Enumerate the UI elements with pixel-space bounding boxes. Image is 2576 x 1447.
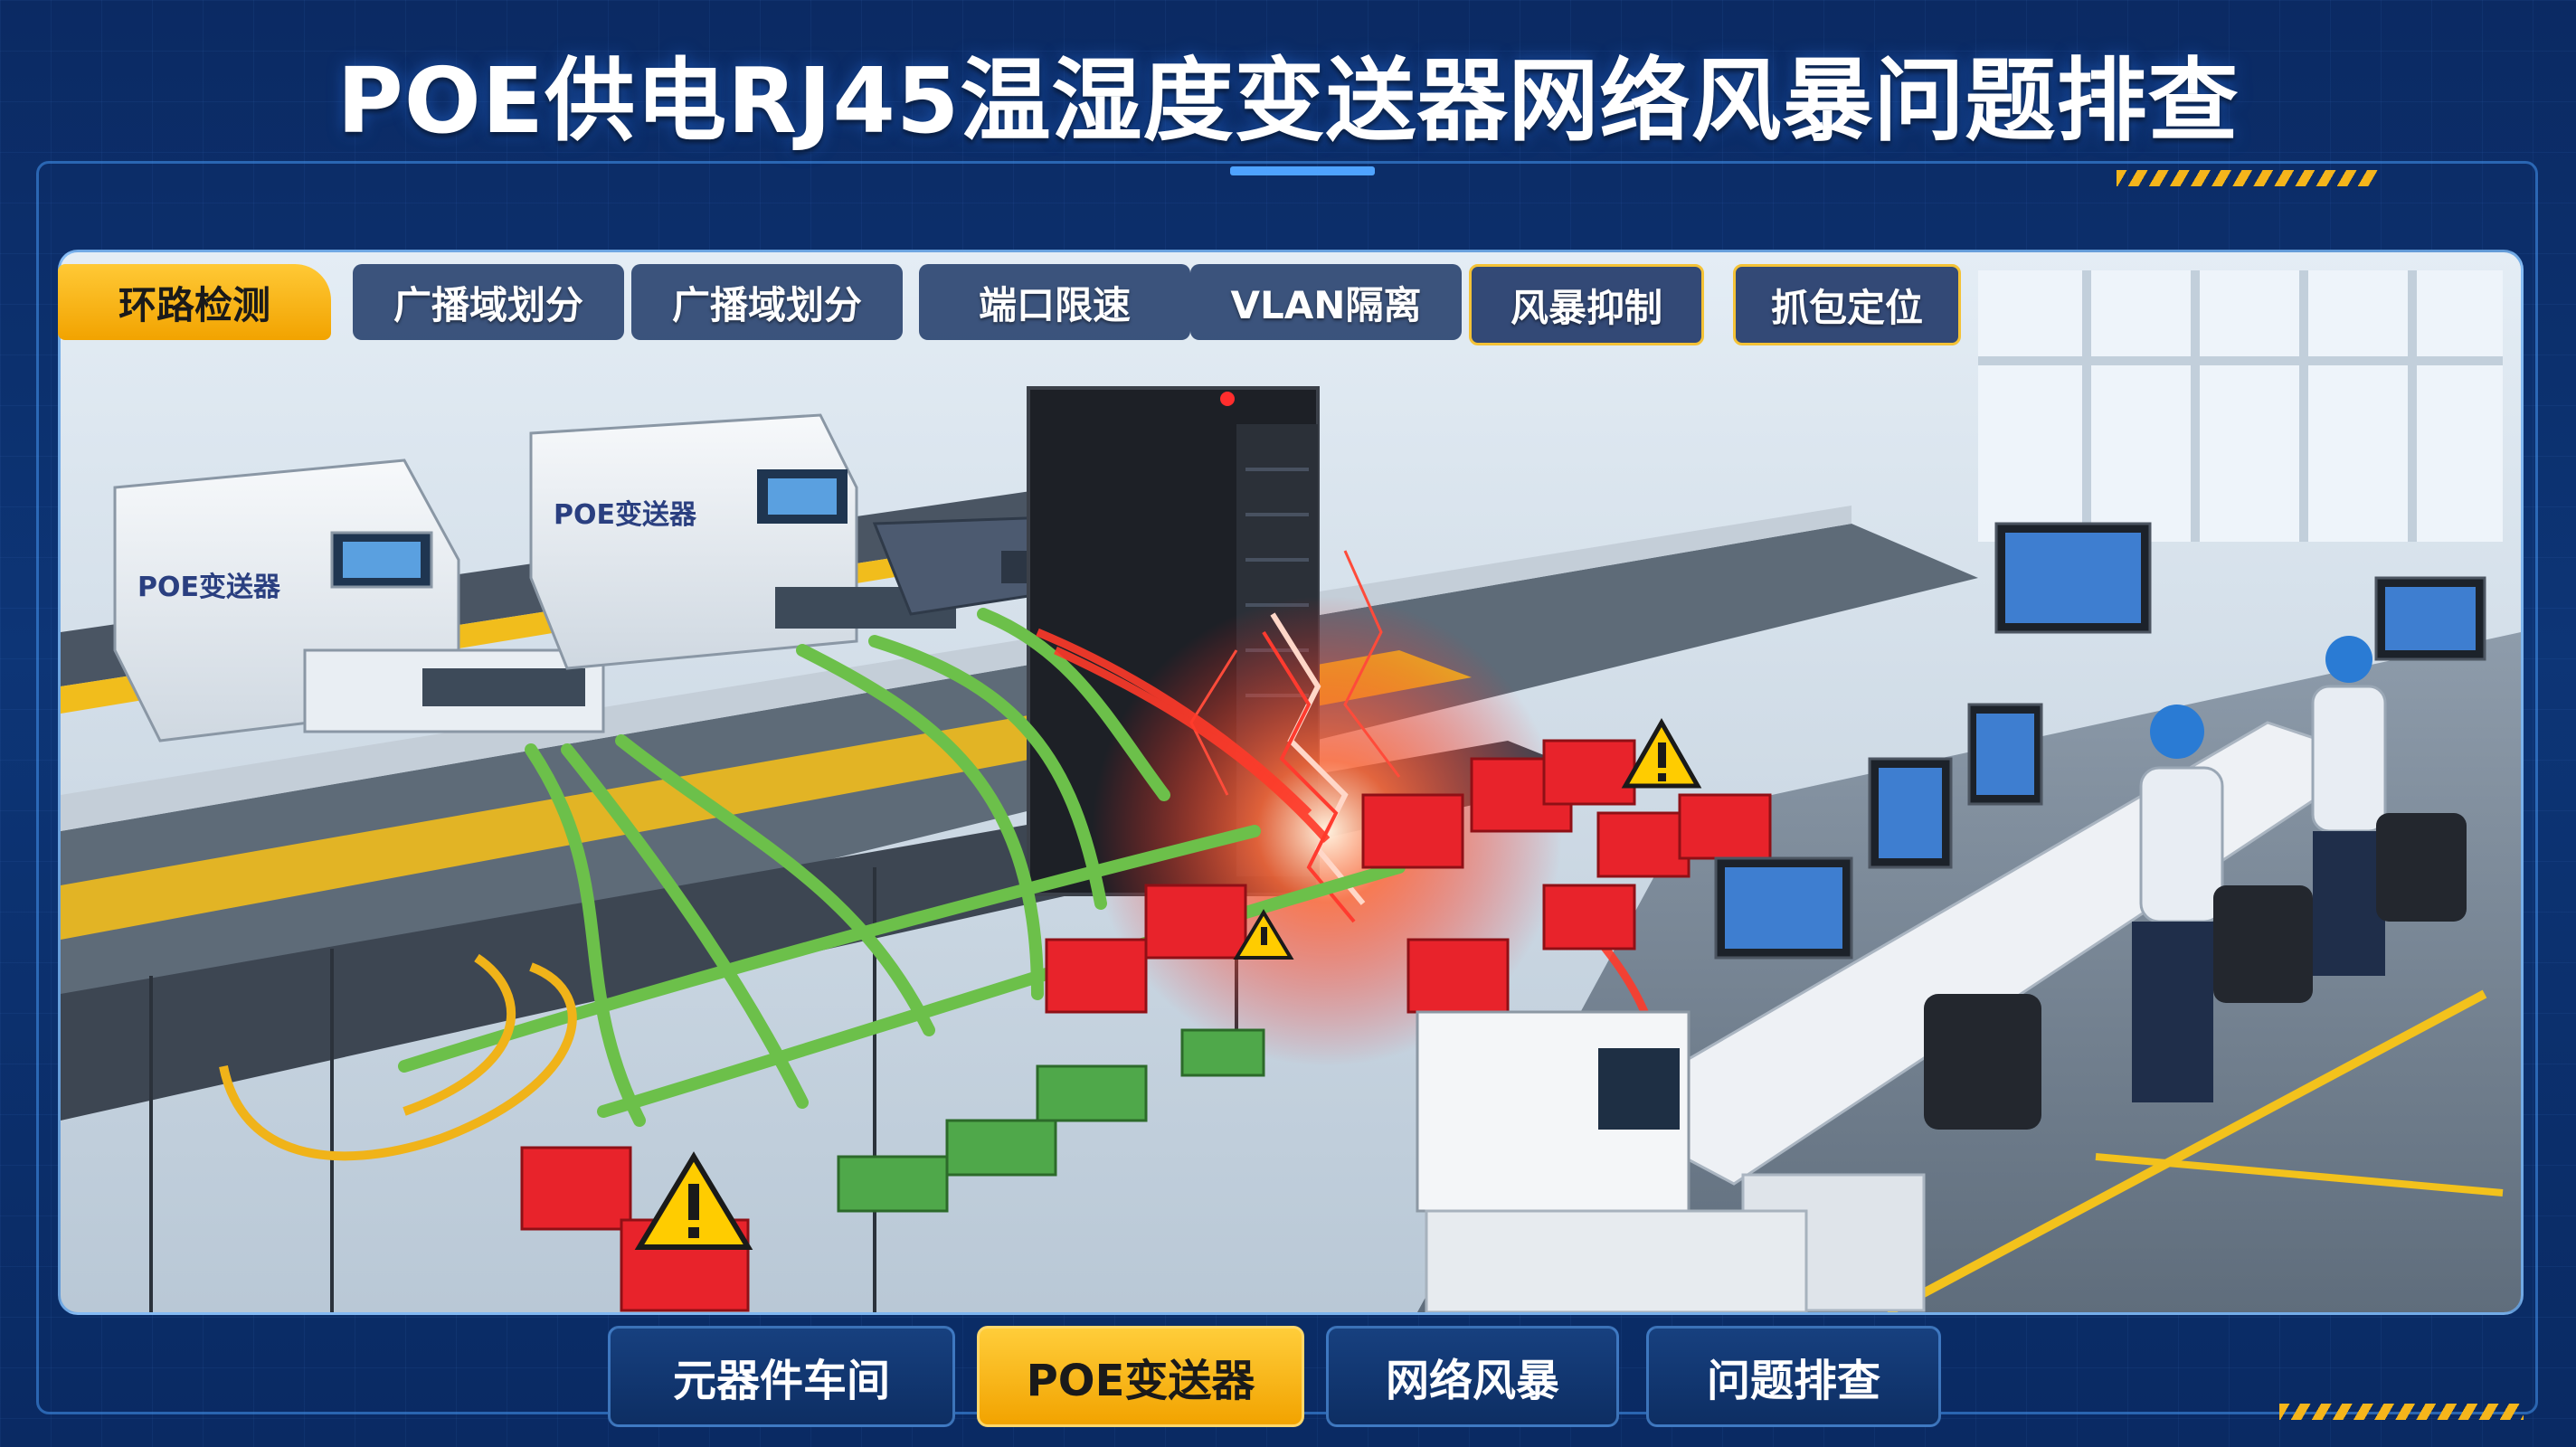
- warning-icon: [634, 1151, 753, 1250]
- tab-broadcast-domain[interactable]: 广播域划分: [353, 264, 624, 340]
- factory-scene-illustration: POE变送器 POE变送器: [61, 252, 2521, 1312]
- tab-loop-detection[interactable]: 环路检测: [58, 264, 331, 340]
- tab-broadcast-domain-2[interactable]: 广播域划分: [631, 264, 903, 340]
- device-label-left: POE变送器: [137, 572, 281, 603]
- hazard-stripe-bottom: [2279, 1404, 2524, 1420]
- network-storm-button[interactable]: 网络风暴: [1326, 1326, 1619, 1427]
- device-label-middle: POE变送器: [554, 499, 697, 531]
- warning-icon: [1621, 717, 1702, 789]
- factory-scene-panel: POE变送器 POE变送器: [58, 250, 2524, 1315]
- title-underline: [1230, 166, 1375, 175]
- poe-transmitter-button[interactable]: POE变送器: [977, 1326, 1304, 1427]
- tab-vlan-isolation[interactable]: VLAN隔离: [1190, 264, 1462, 340]
- tab-port-rate-limit[interactable]: 端口限速: [919, 264, 1190, 340]
- tab-packet-capture[interactable]: 抓包定位: [1733, 264, 1961, 345]
- tab-storm-suppression[interactable]: 风暴抑制: [1469, 264, 1704, 345]
- page-title: POE供电RJ45温湿度变送器网络风暴问题排查: [336, 48, 2240, 154]
- troubleshooting-button[interactable]: 问题排查: [1646, 1326, 1941, 1427]
- warning-icon: [1233, 909, 1294, 960]
- hazard-stripe-top: [2117, 170, 2379, 186]
- workshop-button[interactable]: 元器件车间: [608, 1326, 955, 1427]
